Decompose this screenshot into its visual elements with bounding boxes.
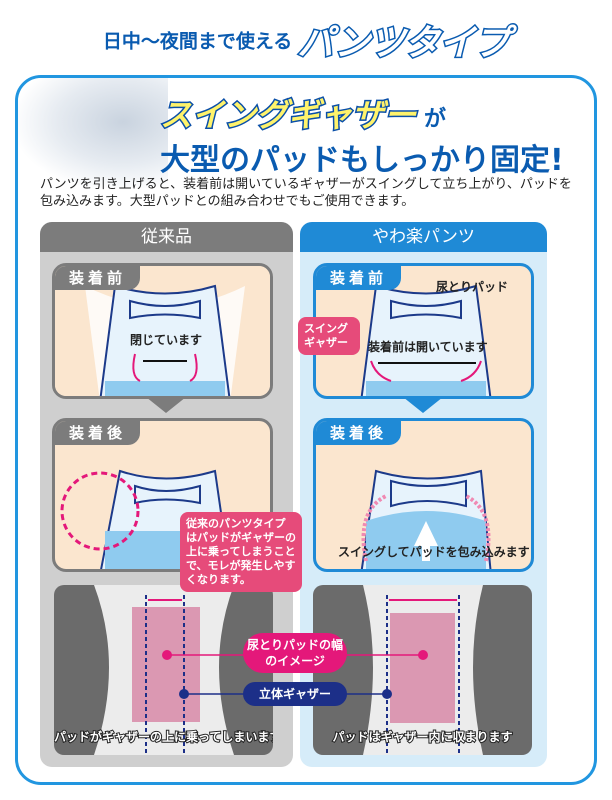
- before-text: 閉じています: [130, 333, 203, 347]
- before-panel: 装着前 尿とりパッド 装着前は開いています: [313, 263, 534, 399]
- conventional-column: 従来品 装着前 閉じています 装着後 従来のパンツタイプはパッドがギャザーの上に…: [40, 222, 302, 767]
- column-title: やわ楽パンツ: [300, 222, 547, 252]
- swing-gather-label: スイングギャザー: [298, 317, 360, 355]
- header-lead: 日中～夜間まで使える: [102, 30, 293, 53]
- headline-swing: スイングギャザー: [158, 95, 417, 136]
- page-header: 日中～夜間まで使える パンツタイプ: [0, 14, 612, 66]
- after-tag: 装着後: [316, 421, 402, 445]
- pad-photo-illustration: [313, 585, 483, 755]
- conventional-photo: パッドがギャザーの上に乗ってしまいます: [54, 585, 273, 755]
- column-title: 従来品: [40, 222, 293, 252]
- headline-line2: 大型のパッドもしっかり固定!: [160, 143, 564, 178]
- down-arrow-icon: [403, 397, 443, 413]
- yawaraku-column: やわ楽パンツ 装着前 尿とりパッド 装着前は開いています スイングギャザー 装着…: [298, 222, 547, 767]
- before-illustration: [55, 266, 270, 396]
- after-text: スイングしてパッドを包み込みます: [338, 545, 530, 559]
- after-tag: 装着後: [55, 421, 141, 445]
- after-panel: 装着後 スイングしてパッドを包み込みます: [313, 418, 534, 572]
- pad-width-overlay: [390, 613, 455, 723]
- before-panel: 装着前 閉じています: [52, 263, 273, 399]
- headline: スイングギャザーが: [158, 90, 447, 136]
- down-arrow-icon: [146, 397, 186, 413]
- up-arrow-icon: [414, 521, 438, 561]
- diaper-image: [18, 78, 168, 188]
- pad-label: 尿とりパッド: [436, 280, 509, 294]
- before-tag: 装着前: [316, 266, 402, 290]
- pad-width-overlay: [132, 607, 200, 722]
- yawaraku-photo: パッドはギャザー内に収まります: [313, 585, 532, 755]
- gather-legend: 立体ギャザー: [243, 682, 347, 706]
- photo-caption: パッドがギャザーの上に乗ってしまいます: [54, 729, 273, 745]
- headline-particle: が: [424, 107, 447, 132]
- before-tag: 装着前: [55, 266, 141, 290]
- description: パンツを引き上げると、装着前は開いているギャザーがスイングして立ち上がり、パッド…: [40, 177, 572, 209]
- pad-width-legend: 尿とりパッドの幅のイメージ: [243, 633, 347, 673]
- photo-caption: パッドはギャザー内に収まります: [331, 729, 513, 745]
- after-illustration: [360, 469, 492, 569]
- header-title: パンツタイプ: [296, 22, 512, 66]
- before-text: 装着前は開いています: [368, 340, 488, 354]
- warning-callout: 従来のパンツタイプはパッドがギャザーの上に乗ってしまうことで、モレが発生しやすく…: [180, 512, 302, 592]
